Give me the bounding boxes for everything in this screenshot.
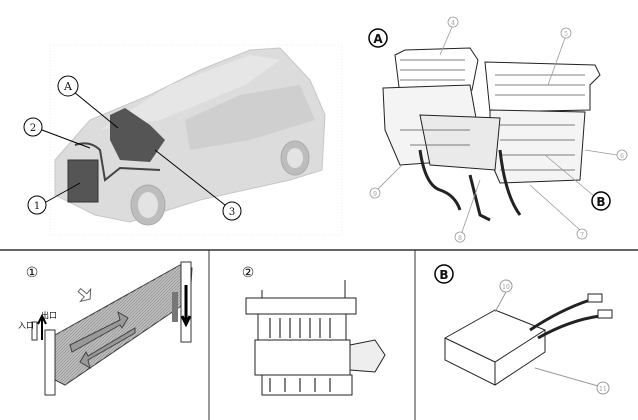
panel-b-id: B [439, 268, 448, 282]
hvac-title-a: A [373, 32, 383, 46]
hvac-callouts: A 4 5 6 B 7 8 9 [368, 16, 628, 243]
callout-b: B [596, 195, 605, 209]
callout-a-circle [57, 75, 79, 97]
overview-callouts: A 2 1 3 [23, 75, 242, 221]
callout-2: 2 [30, 123, 36, 134]
callout-6: 6 [620, 153, 624, 160]
outlet-label: 出口 [41, 310, 57, 320]
callout-3: 3 [229, 207, 235, 218]
vehicle-overview [49, 44, 343, 236]
panel-module: B 10 11 [434, 264, 613, 395]
panel-actuator: ② [242, 265, 386, 396]
callout-8: 8 [458, 235, 462, 242]
callout-11: 11 [599, 386, 607, 393]
callout-a: A [63, 80, 73, 93]
callout-10: 10 [502, 284, 510, 291]
outlet-arrow-icon [37, 313, 47, 340]
callout-7: 7 [580, 232, 584, 239]
callout-5: 5 [564, 31, 568, 38]
hvac-unit-drawing [382, 47, 601, 222]
inlet-label: 入口 [18, 321, 34, 330]
panel-1-id: ① [26, 265, 39, 281]
callout-9: 9 [373, 191, 377, 198]
panel-2-id: ② [242, 265, 255, 281]
callout-1: 1 [34, 201, 40, 212]
panel-condenser: ① 入口 出口 [18, 261, 193, 396]
callout-4: 4 [451, 20, 455, 27]
airflow-arrow-icon [77, 287, 92, 303]
